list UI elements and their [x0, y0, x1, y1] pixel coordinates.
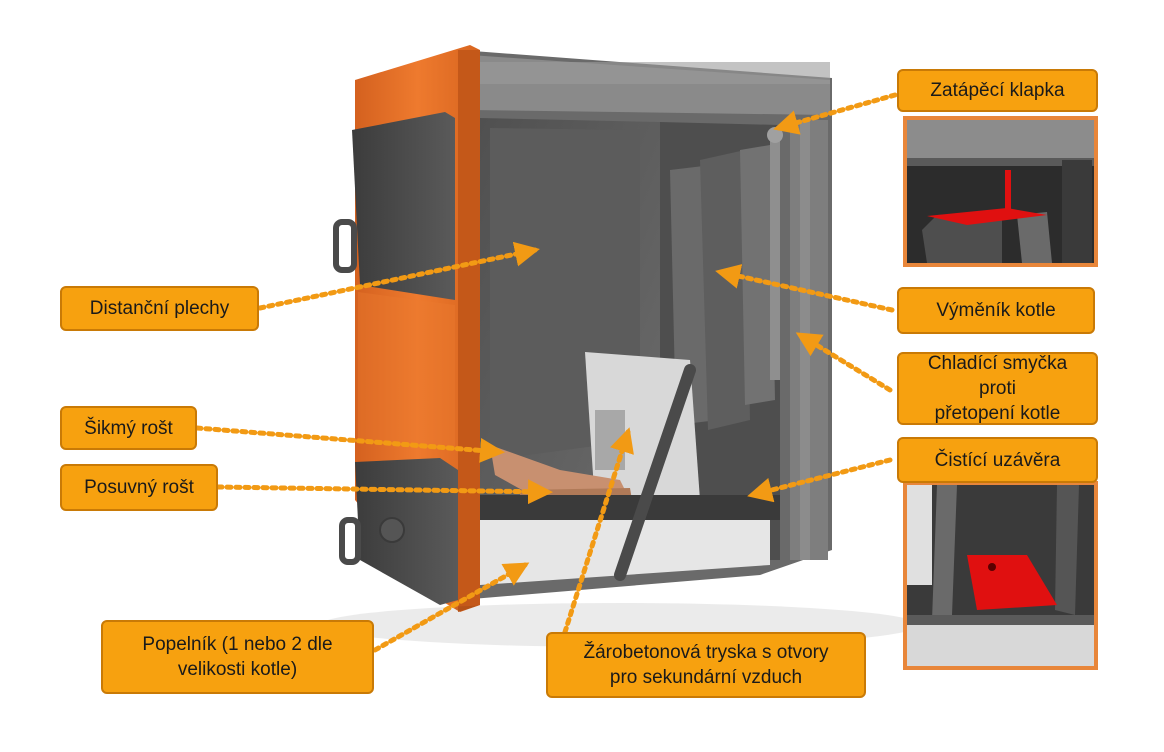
arrow-posuvny-rost [215, 479, 553, 505]
callout-popelnik-line1: Popelník (1 nebo 2 dle [142, 634, 333, 655]
boiler-illustration [320, 45, 920, 647]
zatapeci-klapka-detail-image [907, 120, 1094, 263]
callout-tryska: Žárobetonová tryska s otvory pro sekundá… [546, 632, 866, 698]
arrow-popelnik [372, 562, 530, 653]
arrow-cistici-uzavera [747, 457, 893, 503]
callout-tryska-line2: pro sekundární vzduch [609, 667, 803, 688]
callout-chladici-smycka-line2: přetopení kotle [934, 403, 1061, 424]
callout-chladici-smycka: Chladící smyčka proti přetopení kotle [897, 352, 1098, 425]
callout-posuvny-rost: Posuvný rošt [60, 464, 218, 511]
inset-zatapeci-klapka [903, 116, 1098, 267]
arrow-distancni-plechy [257, 241, 540, 311]
callout-popelnik: Popelník (1 nebo 2 dle velikosti kotle) [101, 620, 374, 694]
inset-cistici-uzavera [903, 481, 1098, 670]
cistici-uzavera-detail-image [907, 485, 1094, 666]
callout-vymenik-kotle: Výměník kotle [897, 287, 1095, 334]
callout-popelnik-line2: velikosti kotle) [177, 659, 298, 680]
callout-posuvny-rost-text: Posuvný rošt [84, 477, 194, 498]
callout-distancni-plechy-text: Distanční plechy [89, 298, 230, 319]
callout-zatapeci-klapka: Zatápěcí klapka [897, 69, 1098, 112]
callout-sikmy-rost-text: Šikmý rošt [84, 417, 173, 439]
callout-sikmy-rost: Šikmý rošt [60, 406, 197, 450]
callout-chladici-smycka-line1: Chladící smyčka proti [927, 353, 1068, 399]
callout-cistici-uzavera-text: Čistící uzávěra [934, 449, 1061, 471]
arrow-tryska [562, 427, 634, 635]
callout-distancni-plechy: Distanční plechy [60, 286, 259, 331]
arrow-chladici-smycka [795, 332, 893, 393]
callout-cistici-uzavera: Čistící uzávěra [897, 437, 1098, 483]
callout-vymenik-kotle-text: Výměník kotle [936, 300, 1056, 321]
callout-arrows [194, 92, 898, 653]
callout-zatapeci-klapka-text: Zatápěcí klapka [930, 80, 1065, 101]
arrow-vymenik-kotle [715, 264, 895, 313]
callout-tryska-line1: Žárobetonová tryska s otvory [583, 642, 829, 663]
arrow-sikmy-rost [194, 425, 505, 463]
arrow-zatapeci-klapka [773, 92, 898, 135]
